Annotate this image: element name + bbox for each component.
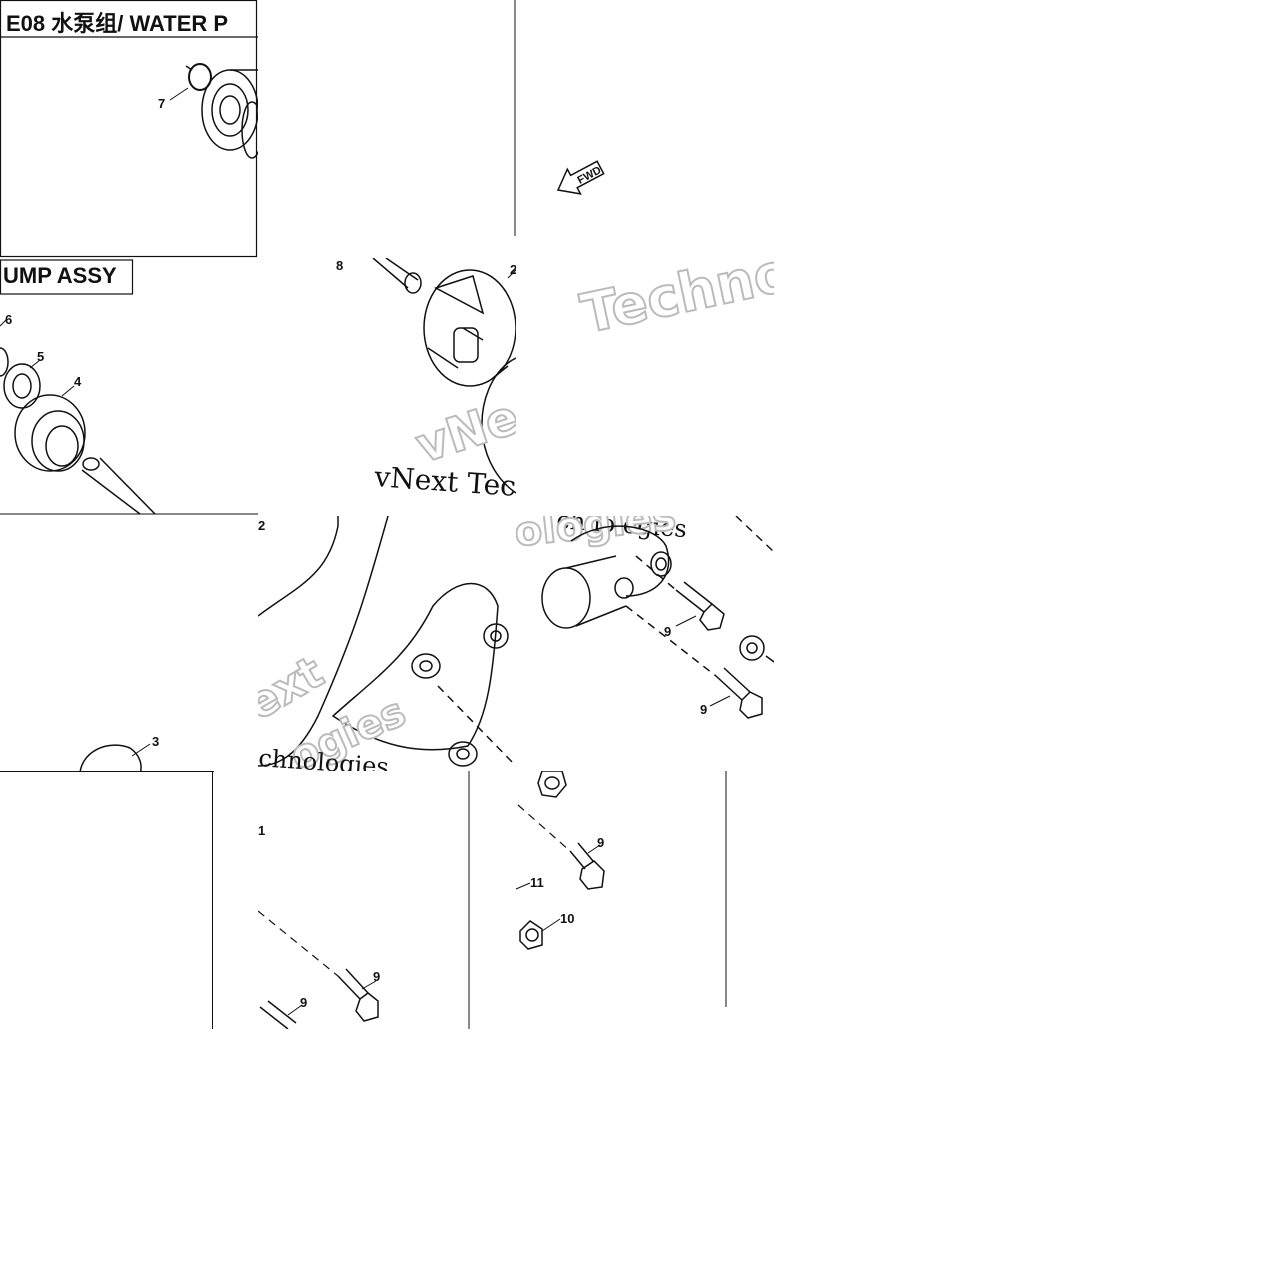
callout-6: 6 xyxy=(5,312,12,327)
callout-9-right: 9 xyxy=(597,835,604,850)
tile-bottom-left xyxy=(0,771,214,1029)
tile-bottom-center-drawing: 1 9 9 xyxy=(258,771,470,1029)
pin-part-8 xyxy=(372,258,422,294)
fwd-arrow-icon: FWD xyxy=(556,160,605,195)
tile-bottom-left-drawing xyxy=(0,771,214,1029)
washer-right xyxy=(739,635,774,663)
seal-part-4 xyxy=(14,394,86,472)
pump-shaft xyxy=(81,457,156,515)
o-ring-part-3 xyxy=(79,744,142,774)
callout-2-top: 2 xyxy=(510,262,516,277)
callout-4: 4 xyxy=(74,374,82,389)
gasket-curve xyxy=(481,357,516,494)
washer-part-5 xyxy=(3,363,41,409)
tile-lower-right-drawing: chnologies ologies 9 xyxy=(516,516,774,719)
bolt-part-10 xyxy=(519,920,543,950)
callout-9-bottom-b: 9 xyxy=(300,995,307,1010)
bolt-part-9-lower xyxy=(625,605,763,719)
tile-lower-left-drawing: 3 xyxy=(79,734,159,774)
title-banner-part-1: E08 水泵组/ WATER P xyxy=(6,11,229,36)
tile-top-left: 7 E08 水泵组/ WATER P xyxy=(0,0,258,258)
tile-mid-right-drawing: Techno xyxy=(575,258,774,347)
bolt-part-9-bottom-b xyxy=(259,1000,297,1029)
tile-bottom-right-drawing: 9 11 10 xyxy=(515,771,727,1007)
tile-top-center: FWD xyxy=(258,0,774,258)
tile-bottom-right: 9 11 10 xyxy=(470,771,728,1011)
tile-lower-right: chnologies ologies 9 xyxy=(516,516,774,774)
tile-lower-left: 3 xyxy=(0,516,258,774)
callout-1: 1 xyxy=(258,823,265,838)
bolt-part-9-upper xyxy=(635,555,725,631)
watermark-ext-fragment: ext xyxy=(258,647,332,731)
watermark-techno-outline: Techno xyxy=(576,258,774,346)
bolt-part-9-bottom-a xyxy=(337,968,379,1022)
tile-top-left-drawing: 7 xyxy=(0,0,258,258)
callout-2-bottom: 2 xyxy=(258,518,265,533)
callout-5: 5 xyxy=(37,349,44,364)
callout-8: 8 xyxy=(336,258,343,273)
watermark-ologies-fragment: ologies xyxy=(516,516,678,556)
callout-3: 3 xyxy=(152,734,159,749)
tile-mid-center-drawing: 8 2 vNext Tec vNe xyxy=(336,258,516,503)
pump-cover-part-1 xyxy=(258,516,516,767)
outlet-pipe xyxy=(541,516,774,629)
callout-9-upper: 9 xyxy=(664,624,671,639)
callout-9-bottom-a: 9 xyxy=(373,969,380,984)
callout-10: 10 xyxy=(560,911,574,926)
fwd-label: FWD xyxy=(576,164,604,186)
snap-ring-part-7 xyxy=(185,63,212,91)
callout-9-lower: 9 xyxy=(700,702,707,717)
bolt-part-9-right xyxy=(569,842,605,890)
tile-mid-right: Techno xyxy=(516,258,774,516)
watermark-vne-fragment: vNe xyxy=(409,389,516,474)
callout-7: 7 xyxy=(158,96,165,111)
callout-11: 11 xyxy=(530,875,544,890)
tile-mid-left: 6 5 4 UMP ASSY xyxy=(0,258,258,516)
tile-bottom-center: 1 9 9 xyxy=(258,771,470,1029)
impeller-part-2 xyxy=(423,269,516,387)
tile-mid-center: 8 2 vNext Tec vNe xyxy=(258,258,516,516)
tile-lower-center-drawing: 2 ext ogies chnologies xyxy=(258,516,516,774)
title-banner-part-2: UMP ASSY xyxy=(3,263,117,288)
tile-top-center-drawing: FWD xyxy=(514,0,605,236)
nut-top xyxy=(537,771,567,798)
bearing-drawing xyxy=(201,69,258,159)
tile-mid-left-drawing: 6 5 4 xyxy=(0,259,258,515)
tile-lower-center: 2 ext ogies chnologies xyxy=(258,516,516,774)
